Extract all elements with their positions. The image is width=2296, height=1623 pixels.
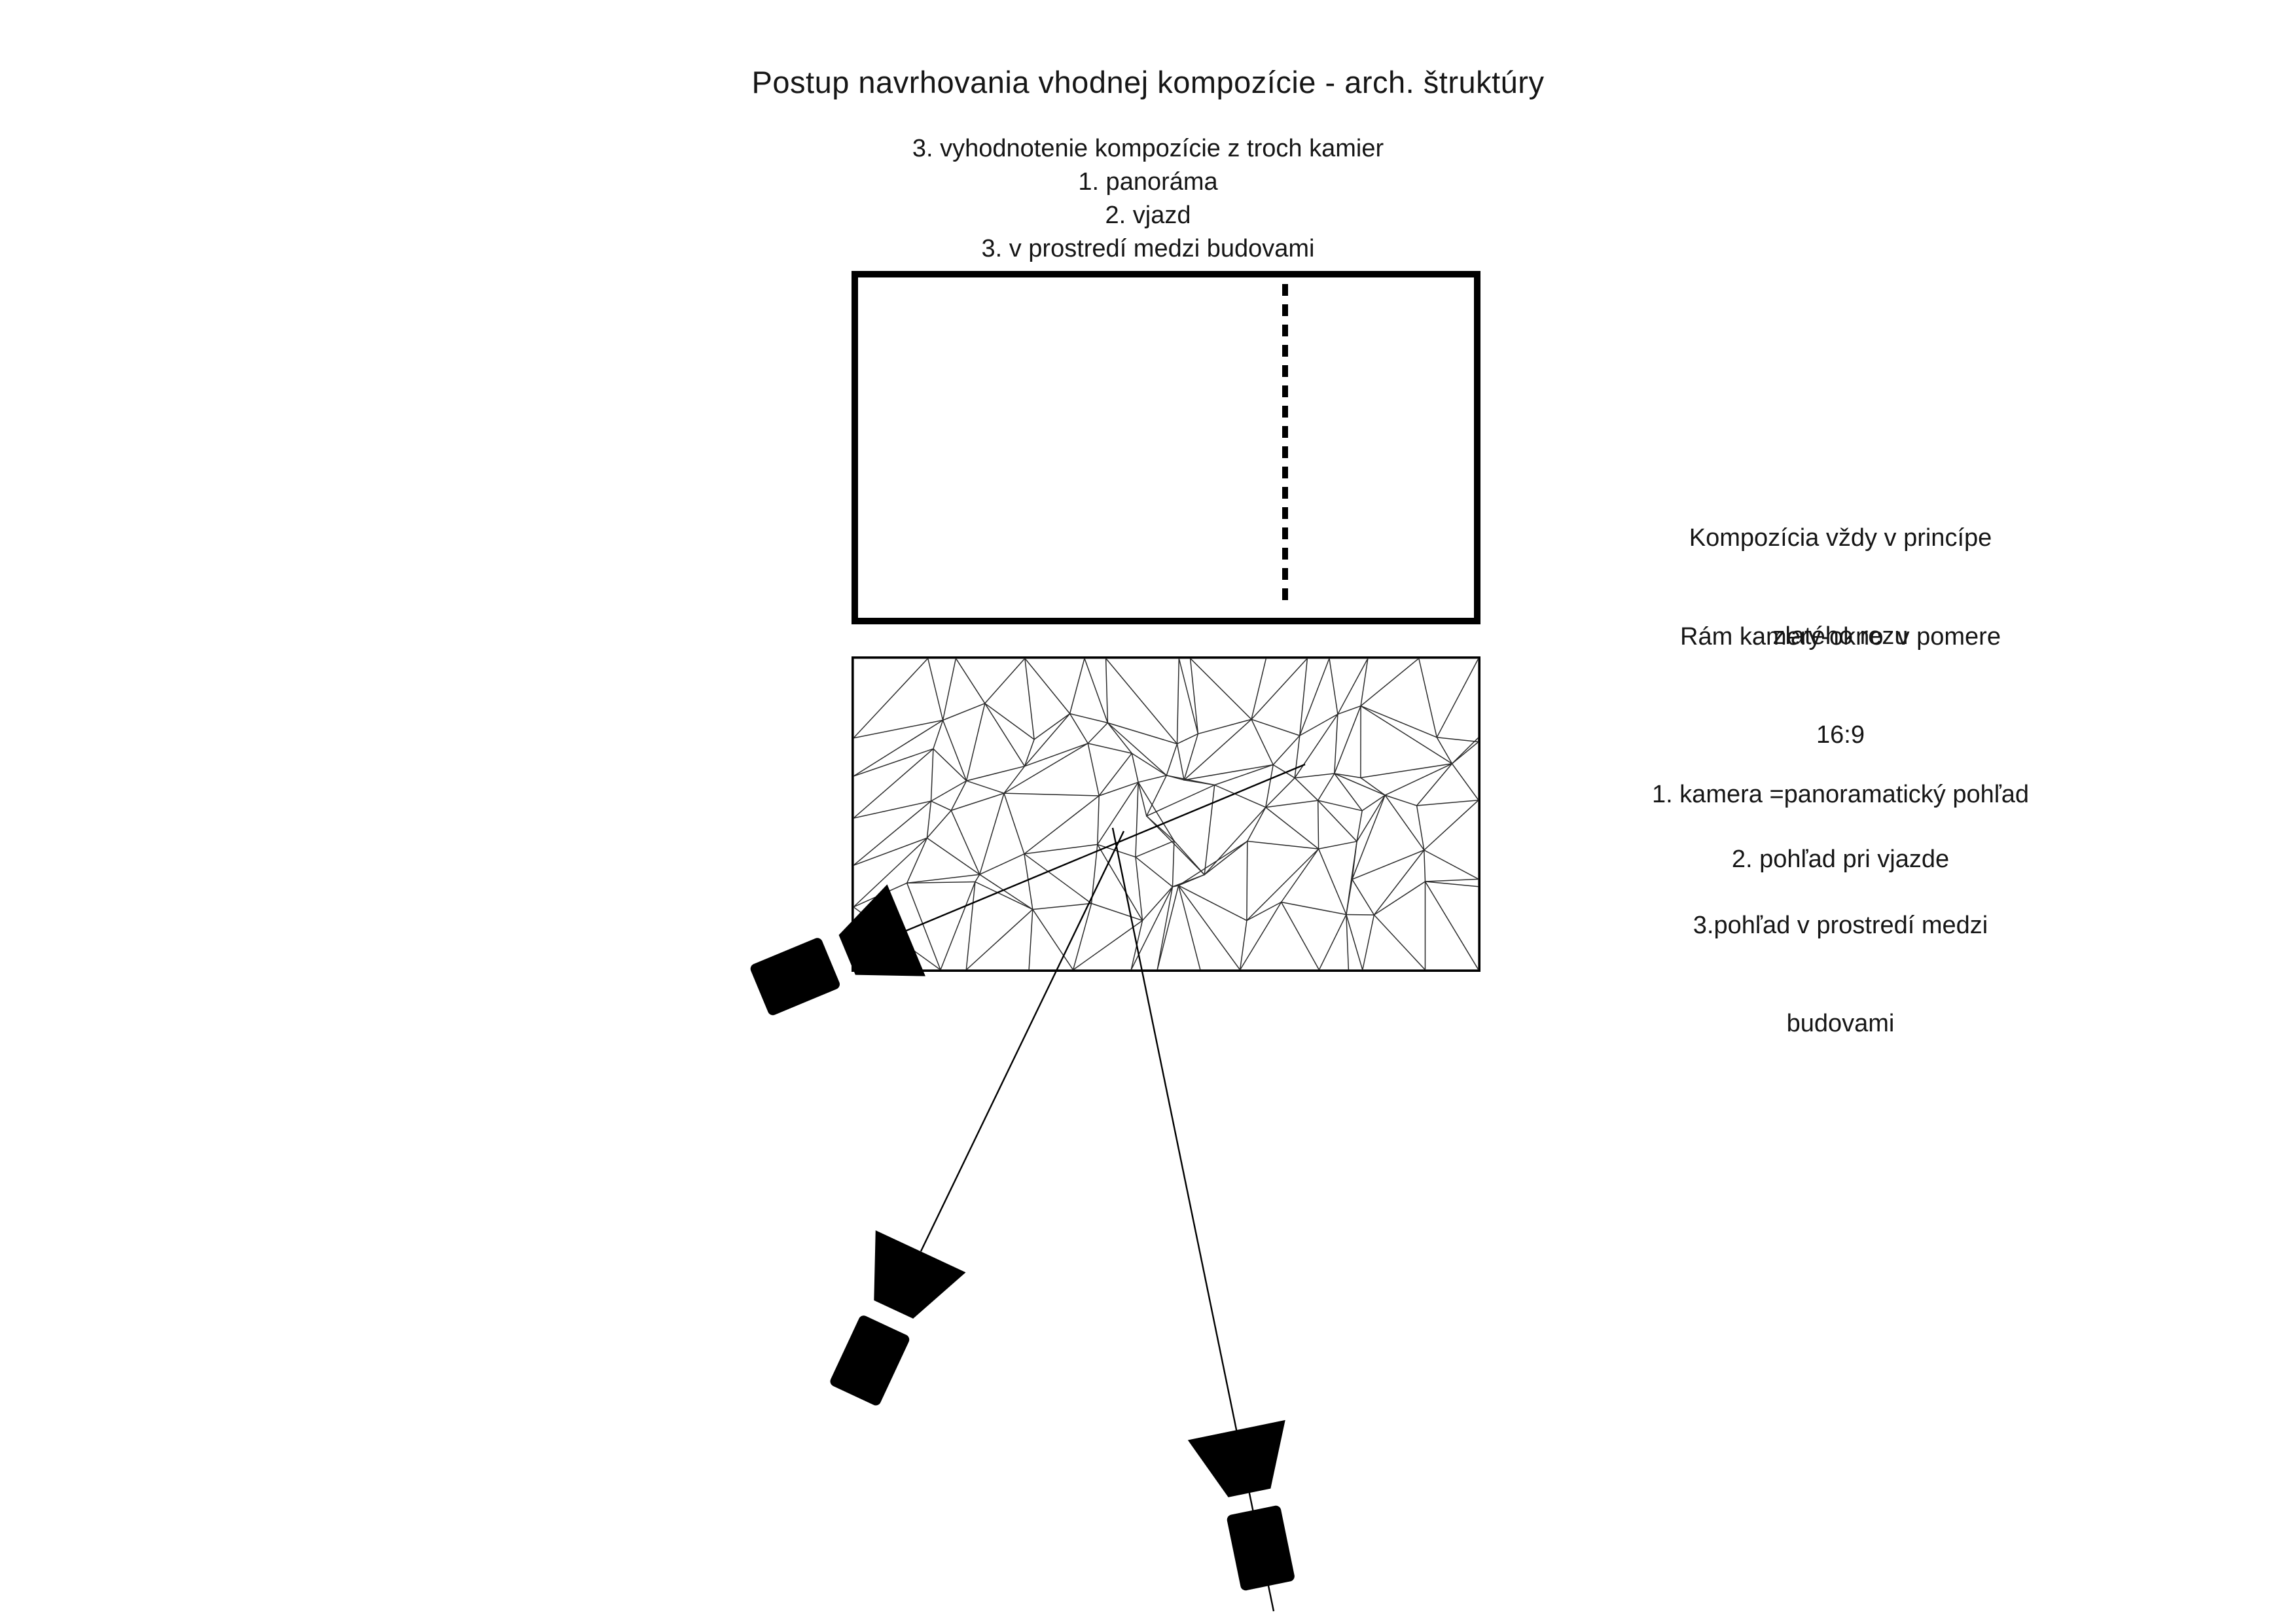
- subtitle-line-1: 3. vyhodnotenie kompozície z troch kamie…: [912, 135, 1384, 162]
- camera-frame-rect: [852, 271, 1480, 624]
- camera-2-icon: [830, 1230, 966, 1406]
- structure-plan-rect: [852, 656, 1480, 972]
- note-view-2-text: 2. pohľad pri vjazde: [1731, 846, 1950, 873]
- subtitle-line-2: 1. panoráma: [1078, 168, 1218, 196]
- triangulated-mesh: [853, 658, 1479, 970]
- note-frame-ratio: Rám kamery-okno v pomere 16:9: [1680, 555, 2001, 817]
- note-view-3-line-1: 3.pohľad v prostredí medzi: [1693, 912, 1988, 939]
- subtitle-block: 3. vyhodnotenie kompozície z troch kamie…: [0, 132, 2296, 266]
- note-view-1: 1. kamera =panoramatický pohľad: [1652, 713, 2029, 876]
- subtitle-line-3: 2. vjazd: [1105, 202, 1191, 229]
- note-view-2: 2. pohľad pri vjazde: [1732, 777, 1949, 941]
- page-title: Postup navrhovania vhodnej kompozície - …: [751, 65, 1545, 99]
- note-view-1-text: 1. kamera =panoramatický pohľad: [1651, 781, 2030, 808]
- golden-ratio-dashed-line: [1282, 284, 1288, 607]
- note-view-3-line-2: budovami: [1786, 1010, 1895, 1037]
- subtitle-line-4: 3. v prostredí medzi budovami: [981, 235, 1315, 262]
- note-golden-ratio-line-2: zlatého rezu: [1772, 622, 1909, 650]
- note-frame-ratio-line-1: Rám kamery-okno v pomere: [1680, 623, 2001, 651]
- camera-3-icon: [1187, 1419, 1295, 1591]
- note-view-3: 3.pohľad v prostredí medzi budovami: [1693, 844, 1988, 1105]
- note-golden-ratio: Kompozícia vždy v princípe zlatého rezu: [1689, 456, 1992, 718]
- note-frame-ratio-line-2: 16:9: [1816, 721, 1865, 749]
- note-golden-ratio-line-1: Kompozícia vždy v princípe: [1689, 524, 1992, 552]
